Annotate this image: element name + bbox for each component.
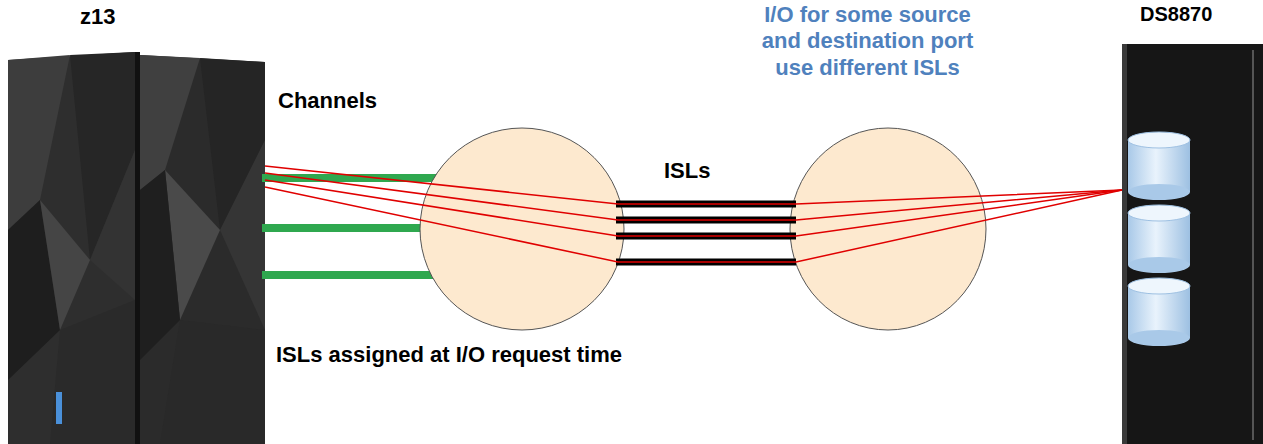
cabinet-facet <box>140 170 180 360</box>
node-heading: z13 <box>80 4 265 30</box>
note: ISLs assigned at I/O request time <box>276 342 622 368</box>
cabinet <box>8 52 135 444</box>
status-light <box>56 392 62 424</box>
disk-bottom <box>1128 257 1190 273</box>
cabinet-facet <box>90 150 135 300</box>
disk-symbol <box>1128 278 1190 346</box>
cabinet-facet <box>140 55 200 190</box>
cabinet-edge <box>1252 50 1254 440</box>
storage-node: DS8870 <box>1122 2 1263 444</box>
isl-links <box>616 204 796 262</box>
storage-cabinet <box>1122 44 1263 444</box>
cabinet-facet <box>50 300 135 444</box>
cabinet <box>140 55 265 444</box>
cabinet-facet <box>160 320 265 444</box>
cabinet-facet <box>220 140 265 330</box>
disk-top <box>1128 278 1190 294</box>
link-label: Channels <box>278 88 377 114</box>
cabinet-gap <box>135 52 140 444</box>
cabinet-edge <box>1122 44 1127 444</box>
cabinet-facet <box>40 200 90 330</box>
callout-note: I/O for some source and destination port… <box>750 2 985 81</box>
mainframe-node: z13 <box>0 4 265 444</box>
storage-illustration <box>1122 44 1263 444</box>
io-path <box>265 187 1122 262</box>
switch-circle <box>420 128 624 330</box>
io-path <box>265 180 1122 236</box>
disk-bottom <box>1128 184 1190 200</box>
disk-symbol <box>1128 132 1190 200</box>
link-label: ISLs <box>664 158 710 184</box>
node-heading: DS8870 <box>1140 2 1263 26</box>
mainframe-illustration <box>8 52 265 444</box>
disk-top <box>1128 132 1190 148</box>
channel-link <box>262 271 450 279</box>
disk-top <box>1128 205 1190 221</box>
switch-circle <box>790 128 986 330</box>
disk-bottom <box>1128 330 1190 346</box>
disk-symbol <box>1128 205 1190 273</box>
